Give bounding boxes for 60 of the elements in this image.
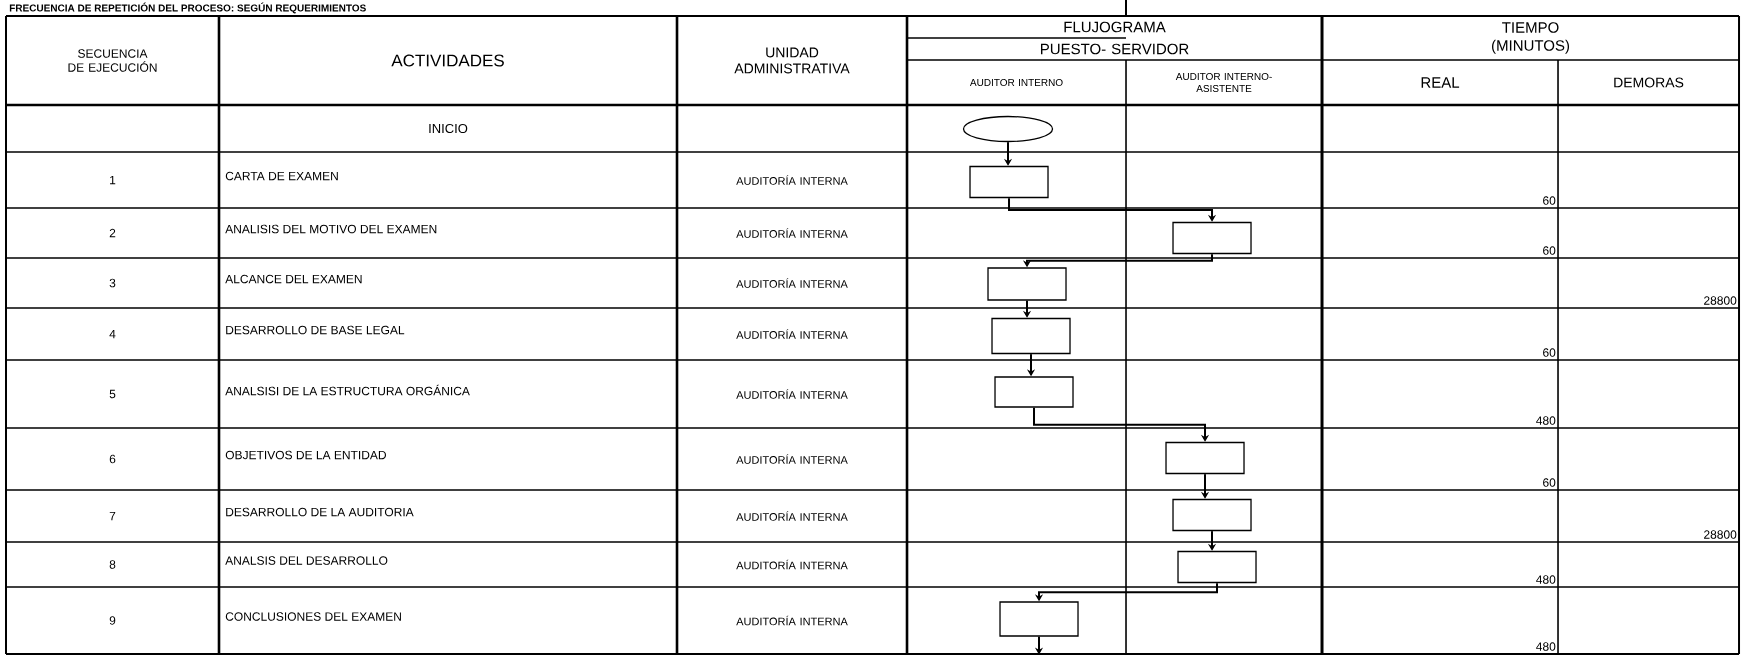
time-value: 60 xyxy=(1543,478,1556,487)
column-header: REAL xyxy=(1421,77,1460,88)
activity-text: ANALISIS DEL MOTIVO DEL EXAMEN xyxy=(225,224,437,234)
activity-text: CONCLUSIONES DEL EXAMEN xyxy=(225,612,401,621)
unit-text: AUDITORÍA INTERNA xyxy=(736,454,848,464)
process-box xyxy=(1172,221,1252,255)
time-value: 28800 xyxy=(1704,530,1737,539)
time-value: 480 xyxy=(1536,575,1556,584)
step-number: 3 xyxy=(109,278,116,288)
unit-text: AUDITORÍA INTERNA xyxy=(736,228,848,238)
process-box xyxy=(969,165,1049,199)
unit-text: AUDITORÍA INTERNA xyxy=(736,329,848,339)
column-header: PUESTO- SERVIDOR xyxy=(1041,43,1189,55)
process-box xyxy=(999,601,1079,637)
unit-text: AUDITORÍA INTERNA xyxy=(736,615,848,626)
process-box xyxy=(1177,550,1257,584)
process-box xyxy=(994,376,1074,408)
column-header: TIEMPO (MINUTOS) xyxy=(1492,22,1570,54)
process-box xyxy=(991,317,1071,355)
time-value: 60 xyxy=(1543,196,1556,205)
step-number: 1 xyxy=(110,175,116,185)
activity-text: ANALSISI DE LA ESTRUCTURA ORGÁNICA xyxy=(225,384,470,396)
time-value: 480 xyxy=(1536,642,1556,651)
arrow xyxy=(1033,406,1210,442)
activity-text: OBJETIVOS DE LA ENTIDAD xyxy=(225,450,386,460)
start-ellipse xyxy=(962,115,1054,143)
title: FRECUENCIA DE REPETICIÓN DEL PROCESO: SEGÚN REQUERIMIENTOS xyxy=(9,2,366,14)
unit-text: AUDITORÍA INTERNA xyxy=(736,389,848,399)
step-number: 9 xyxy=(109,616,116,625)
column-header: UNIDAD ADMINISTRATIVA xyxy=(734,47,850,74)
start-label: INICIO xyxy=(429,123,468,134)
unit-text: AUDITORÍA INTERNA xyxy=(736,511,848,521)
time-value: 28800 xyxy=(1704,296,1737,305)
column-header: SECUENCIA DE EJECUCIÓN xyxy=(68,49,157,72)
step-number: 2 xyxy=(109,228,116,238)
process-box xyxy=(987,267,1067,301)
time-value: 60 xyxy=(1543,348,1556,357)
column-header: FLUJOGRAMA xyxy=(1064,21,1166,33)
time-value: 60 xyxy=(1543,246,1556,255)
unit-text: AUDITORÍA INTERNA xyxy=(736,559,848,570)
activity-text: ANALSIS DEL DESARROLLO xyxy=(225,556,388,565)
step-number: 4 xyxy=(109,329,116,339)
time-value: 480 xyxy=(1536,416,1556,425)
step-number: 6 xyxy=(109,454,116,464)
arrow xyxy=(1008,197,1217,222)
unit-text: AUDITORÍA INTERNA xyxy=(736,278,848,288)
activity-text: DESARROLLO DE LA AUDITORIA xyxy=(226,507,414,517)
process-box xyxy=(1172,498,1252,532)
step-number: 7 xyxy=(109,511,116,521)
activity-text: DESARROLLO DE BASE LEGAL xyxy=(226,325,405,335)
activity-text: CARTA DE EXAMEN xyxy=(225,171,338,181)
column-header: AUDITOR INTERNO- ASISTENTE xyxy=(1175,72,1272,93)
unit-text: AUDITORÍA INTERNA xyxy=(736,175,848,185)
activity-text: ALCANCE DEL EXAMEN xyxy=(225,274,362,284)
step-number: 8 xyxy=(109,560,116,569)
column-header: AUDITOR INTERNO xyxy=(969,78,1063,87)
step-number: 5 xyxy=(109,389,116,399)
column-header: ACTIVIDADES xyxy=(391,54,504,67)
column-header: DEMORAS xyxy=(1614,77,1684,88)
process-box xyxy=(1165,441,1245,475)
